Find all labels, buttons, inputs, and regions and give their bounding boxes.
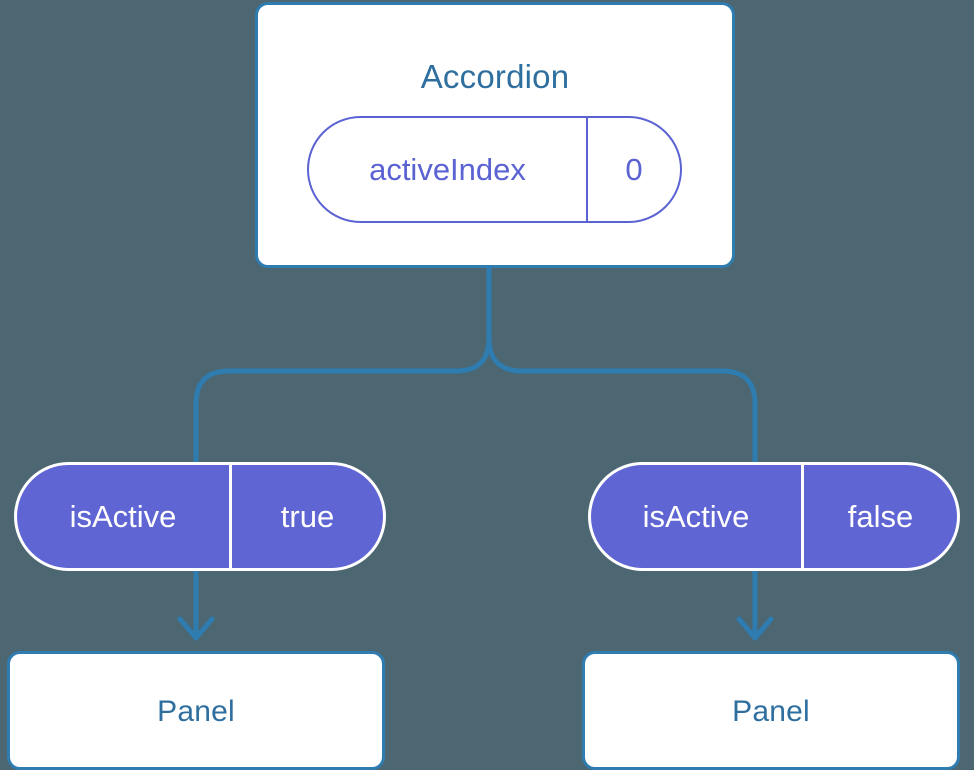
prop-pill-right-key: isActive: [591, 465, 804, 568]
prop-pill-left-key: isActive: [17, 465, 232, 568]
connector-root-to-right-prop: [486, 265, 758, 465]
component-card-panel-left: Panel: [7, 651, 385, 770]
prop-pill-left-is-active: isActive true: [14, 462, 386, 571]
component-card-panel-right: Panel: [582, 651, 960, 770]
component-title-panel-right: Panel: [732, 695, 810, 728]
arrow-head-left: [177, 616, 215, 641]
state-pill-key: activeIndex: [309, 118, 588, 221]
state-pill-value: 0: [625, 151, 643, 187]
state-pill-active-index: activeIndex 0: [307, 116, 682, 223]
prop-pill-left-value: true: [280, 498, 335, 534]
arrow-head-right: [736, 616, 774, 641]
connector-root-to-left-prop: [193, 265, 492, 465]
prop-pill-right-is-active: isActive false: [588, 462, 960, 571]
component-title-accordion: Accordion: [420, 58, 570, 95]
component-title-panel-left: Panel: [157, 695, 235, 728]
prop-pill-right-value: false: [847, 498, 914, 534]
